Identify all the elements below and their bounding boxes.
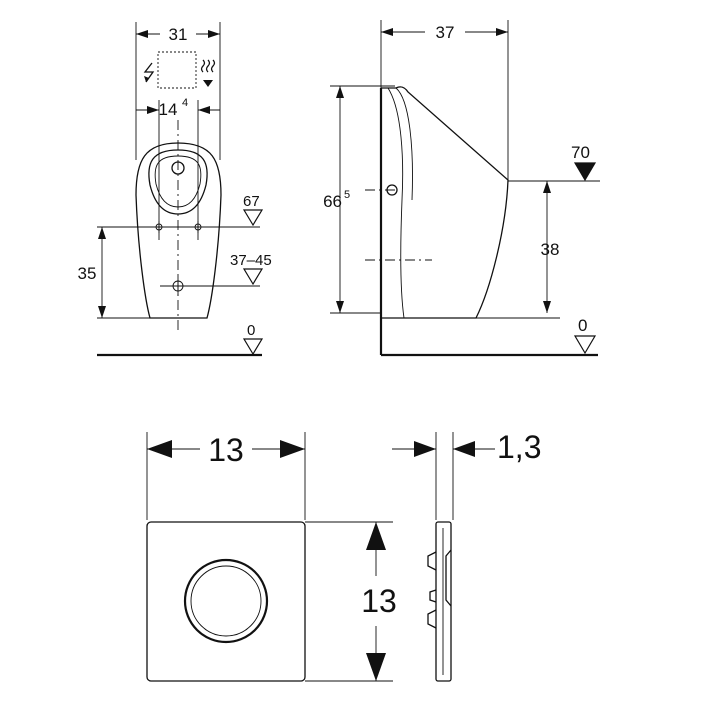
dim-height-66-sup: 5	[344, 189, 350, 201]
level-marker-37-45	[242, 268, 264, 286]
flush-plate	[146, 521, 306, 682]
level-0: 0	[247, 322, 255, 339]
dim-hole-spacing: 14	[159, 100, 178, 119]
dim-height-66: 66	[323, 192, 342, 211]
dim-height-38: 38	[541, 240, 560, 259]
dim-hole-spacing-sup: 4	[182, 97, 188, 109]
fixing-hole-left	[153, 221, 165, 233]
level-marker-0-side	[573, 335, 597, 355]
fixing-hole-right	[192, 221, 204, 233]
urinal-side-view: 37 66 5 38 70 0	[323, 20, 600, 357]
urinal-body	[135, 142, 222, 319]
urinal-front-view: 31 14 4	[78, 22, 272, 357]
urinal-side-profile	[381, 86, 509, 319]
flush-plate-side: 1,3	[392, 429, 541, 682]
level-70: 70	[571, 143, 590, 162]
electric-power-icon	[143, 62, 155, 83]
plate-side-profile	[435, 521, 452, 682]
sensor-waves-icon	[200, 59, 216, 87]
dim-width-31: 31	[169, 25, 188, 44]
level-67: 67	[243, 193, 260, 210]
level-marker-0	[242, 338, 264, 356]
outlet-hole	[168, 276, 188, 296]
dim-plate-height: 13	[361, 583, 397, 619]
flush-button-ring	[183, 558, 269, 644]
level-37-45: 37–45	[230, 252, 272, 269]
dim-plate-thickness: 1,3	[497, 429, 541, 465]
level-marker-67	[242, 209, 264, 227]
dim-height-35: 35	[78, 264, 97, 283]
flush-plate-front: 13 13	[146, 432, 397, 682]
flush-button	[190, 565, 262, 637]
dim-depth-37: 37	[436, 23, 455, 42]
level-0-side: 0	[578, 316, 587, 335]
sensor-box	[157, 51, 197, 89]
dim-plate-width: 13	[208, 432, 244, 468]
